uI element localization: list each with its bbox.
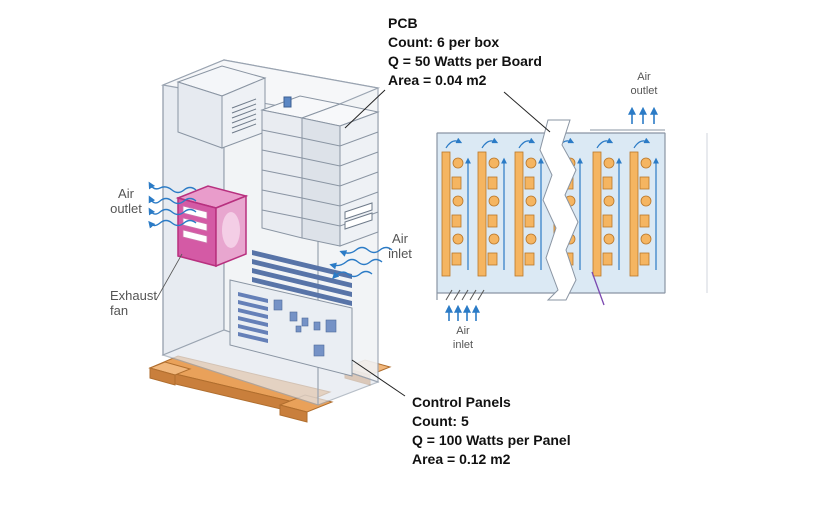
- torn-break: [539, 119, 579, 301]
- cabinet-illustration: [148, 59, 406, 423]
- board-air-inlet-label: Air inlet: [452, 325, 474, 351]
- circuit-board: [514, 137, 544, 277]
- circuit-board: [592, 137, 622, 277]
- pcb-title: PCB: [388, 15, 418, 31]
- circuit-board: [629, 137, 659, 277]
- circuit-board: [441, 137, 471, 277]
- control-area: Area = 0.12 m2: [412, 451, 511, 467]
- pcb-leader-line: [344, 89, 386, 129]
- pcb-count: Count: 6 per box: [388, 34, 500, 50]
- exhaust-fan: [175, 185, 249, 268]
- control-title: Control Panels: [412, 394, 511, 410]
- control-count: Count: 5: [412, 413, 469, 429]
- control-leader-line: [351, 359, 406, 397]
- board-airflow-detail: [436, 91, 708, 321]
- pcb-stack: [260, 95, 380, 247]
- control-panel: [229, 279, 353, 377]
- board-air-outlet-label: Air outlet: [630, 71, 658, 97]
- cabinet-air-outlet-label: Air outlet: [110, 186, 142, 216]
- power-supply-box: [176, 65, 267, 149]
- exhaust-fan-label: Exhaust fan: [110, 288, 157, 318]
- circuit-board: [477, 137, 507, 277]
- pcb-callout: PCB Count: 6 per box Q = 50 Watts per Bo…: [388, 14, 542, 90]
- pcb-area: Area = 0.04 m2: [388, 72, 487, 88]
- exhaust-leader-line: [155, 253, 183, 301]
- control-heat: Q = 100 Watts per Panel: [412, 432, 571, 448]
- pcb-heat: Q = 50 Watts per Board: [388, 53, 542, 69]
- side-vents: [252, 250, 352, 306]
- cabinet-outlet-airflow: [148, 181, 197, 229]
- cabinet-inlet-airflow: [329, 246, 393, 279]
- control-callout: Control Panels Count: 5 Q = 100 Watts pe…: [412, 393, 571, 469]
- cabinet-air-inlet-label: Air inlet: [388, 231, 412, 261]
